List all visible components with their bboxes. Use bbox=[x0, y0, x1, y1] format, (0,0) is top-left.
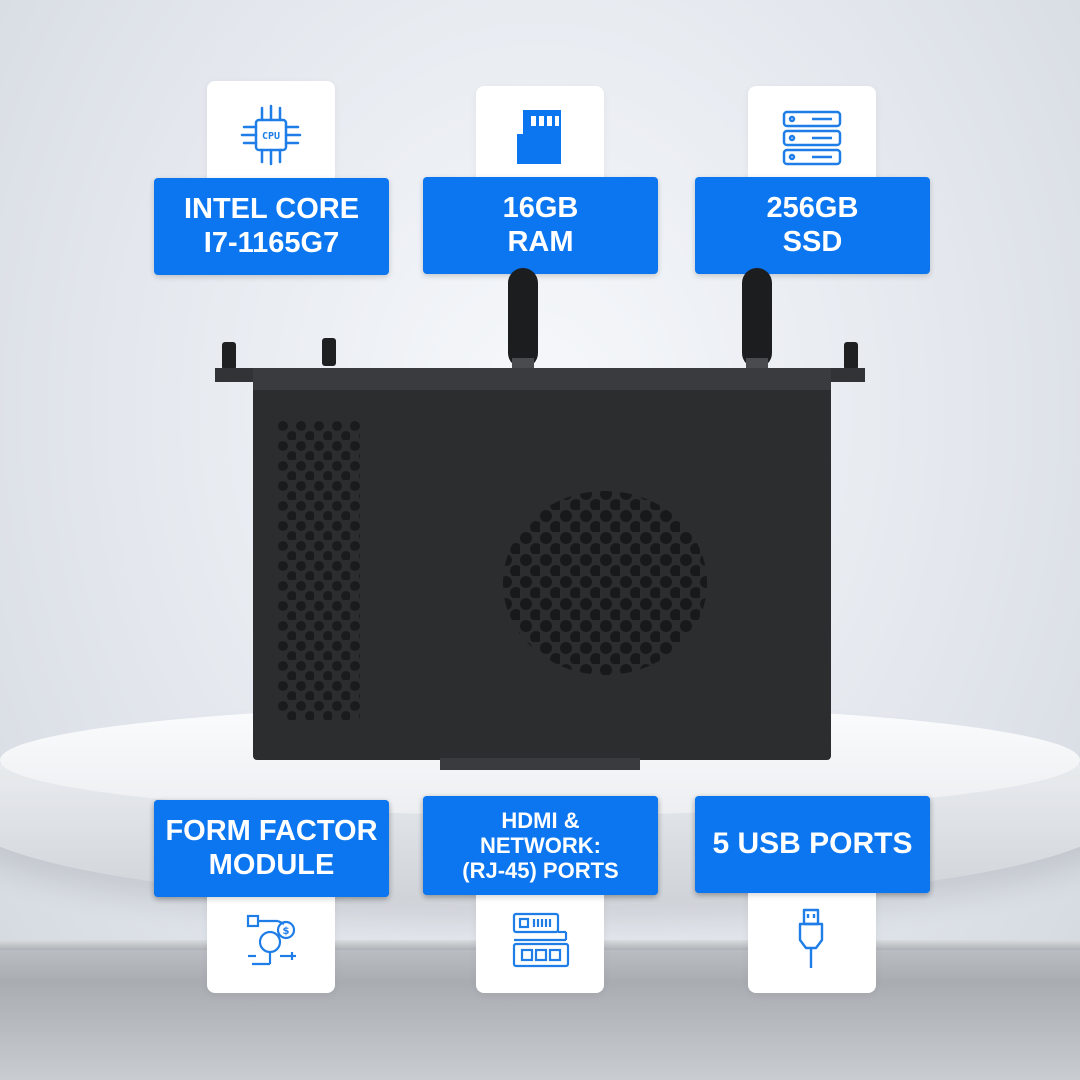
memory-card-icon bbox=[517, 110, 561, 164]
badge-usb-front: 5 USB PORTS bbox=[695, 796, 930, 893]
badge-cpu: INTEL CORE I7-1165G7 bbox=[154, 178, 389, 275]
badge-hdmi-network-front: HDMI & NETWORK: (RJ-45) PORTS bbox=[423, 796, 658, 895]
thumbscrew-1 bbox=[222, 342, 236, 370]
device-foot bbox=[440, 758, 640, 770]
badge-ram: 16GB RAM bbox=[423, 177, 658, 274]
svg-text:$: $ bbox=[283, 926, 290, 937]
usb-plug-icon bbox=[798, 908, 824, 968]
device-top-edge bbox=[253, 368, 831, 390]
storage-server-icon bbox=[782, 110, 842, 166]
badge-form-factor-front: FORM FACTOR MODULE bbox=[154, 800, 389, 897]
feature-card-ports bbox=[476, 880, 604, 993]
thumbscrew-3 bbox=[844, 342, 858, 370]
cpu-icon: CPU bbox=[240, 104, 302, 166]
svg-text:CPU: CPU bbox=[262, 131, 280, 142]
antenna-right bbox=[742, 268, 772, 368]
fan-grille bbox=[503, 491, 707, 675]
badge-ssd: 256GB SSD bbox=[695, 177, 930, 274]
antenna-left bbox=[508, 268, 538, 368]
feature-card-usb bbox=[748, 880, 876, 993]
thumbscrew-2 bbox=[322, 338, 336, 366]
ports-icon bbox=[512, 912, 570, 968]
feature-card-form-factor bbox=[207, 880, 335, 993]
vent-grille bbox=[278, 420, 360, 720]
network-diagram-icon: $ bbox=[246, 914, 296, 966]
